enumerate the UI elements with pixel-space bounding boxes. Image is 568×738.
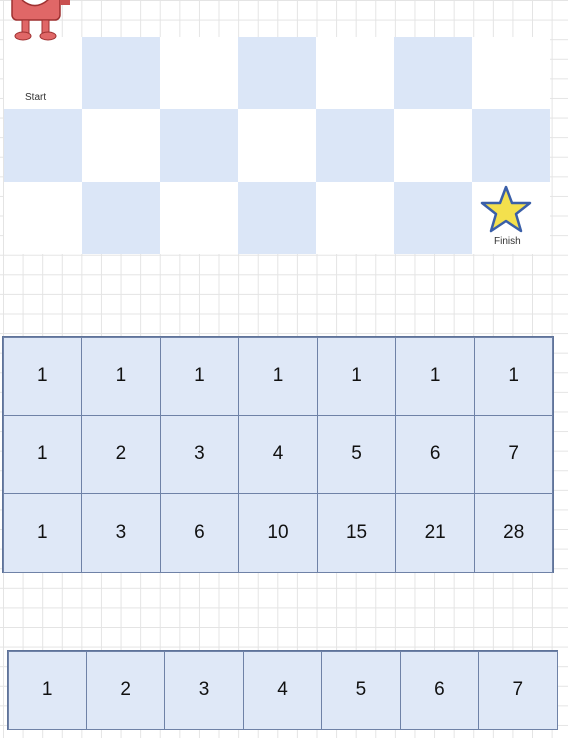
board-cell [316,181,394,254]
star-icon [480,185,532,233]
dp-cell: 3 [159,414,240,495]
dp-cell: 1 [81,336,161,416]
board-cell [4,37,82,110]
dp-cell: 28 [473,493,554,573]
board-cell [316,37,394,110]
dp-cell: 1 [2,493,83,573]
dp-cell: 1 [159,336,240,416]
dp-cell: 5 [316,414,397,495]
robot-icon [11,0,70,41]
dp-cell: 1 [316,336,397,416]
dp-cell: 6 [395,414,475,495]
board-cell [472,37,550,110]
dp-cell: 1 [2,336,83,416]
board-cell [82,109,160,182]
grid-board [4,37,550,254]
dp-cell: 4 [238,414,318,495]
board-cell [4,109,82,182]
board-cell [160,109,238,182]
board-cell [394,181,472,254]
board-cell [238,109,316,182]
board-cell [4,181,82,254]
start-label: Start [25,92,47,103]
one-d-cell: 5 [321,650,401,730]
one-d-cell: 7 [478,650,558,730]
board-cell [394,37,472,110]
board-cell [472,109,550,182]
finish-label: Finish [494,236,521,247]
dp-cell: 1 [395,336,475,416]
dp-cell: 3 [81,493,161,573]
dp-cell: 10 [238,493,318,573]
board-cell [238,181,316,254]
board-cell [82,181,160,254]
dp-cell: 21 [395,493,475,573]
dp-cell: 6 [159,493,240,573]
board-cell [160,37,238,110]
dp-cell: 15 [316,493,397,573]
one-d-cell: 4 [242,650,323,730]
dp-cell: 1 [238,336,318,416]
dp-cell: 1 [2,414,83,495]
one-d-cell: 3 [164,650,244,730]
dp-cell: 1 [473,336,554,416]
board-cell [394,109,472,182]
board-cell [82,37,160,110]
one-d-cell: 6 [399,650,480,730]
board-cell [238,37,316,110]
board-cell [160,181,238,254]
dp-cell: 7 [473,414,554,495]
board-cell [316,109,394,182]
one-d-cell: 1 [7,650,87,730]
one-d-cell: 2 [85,650,166,730]
dp-cell: 2 [81,414,161,495]
